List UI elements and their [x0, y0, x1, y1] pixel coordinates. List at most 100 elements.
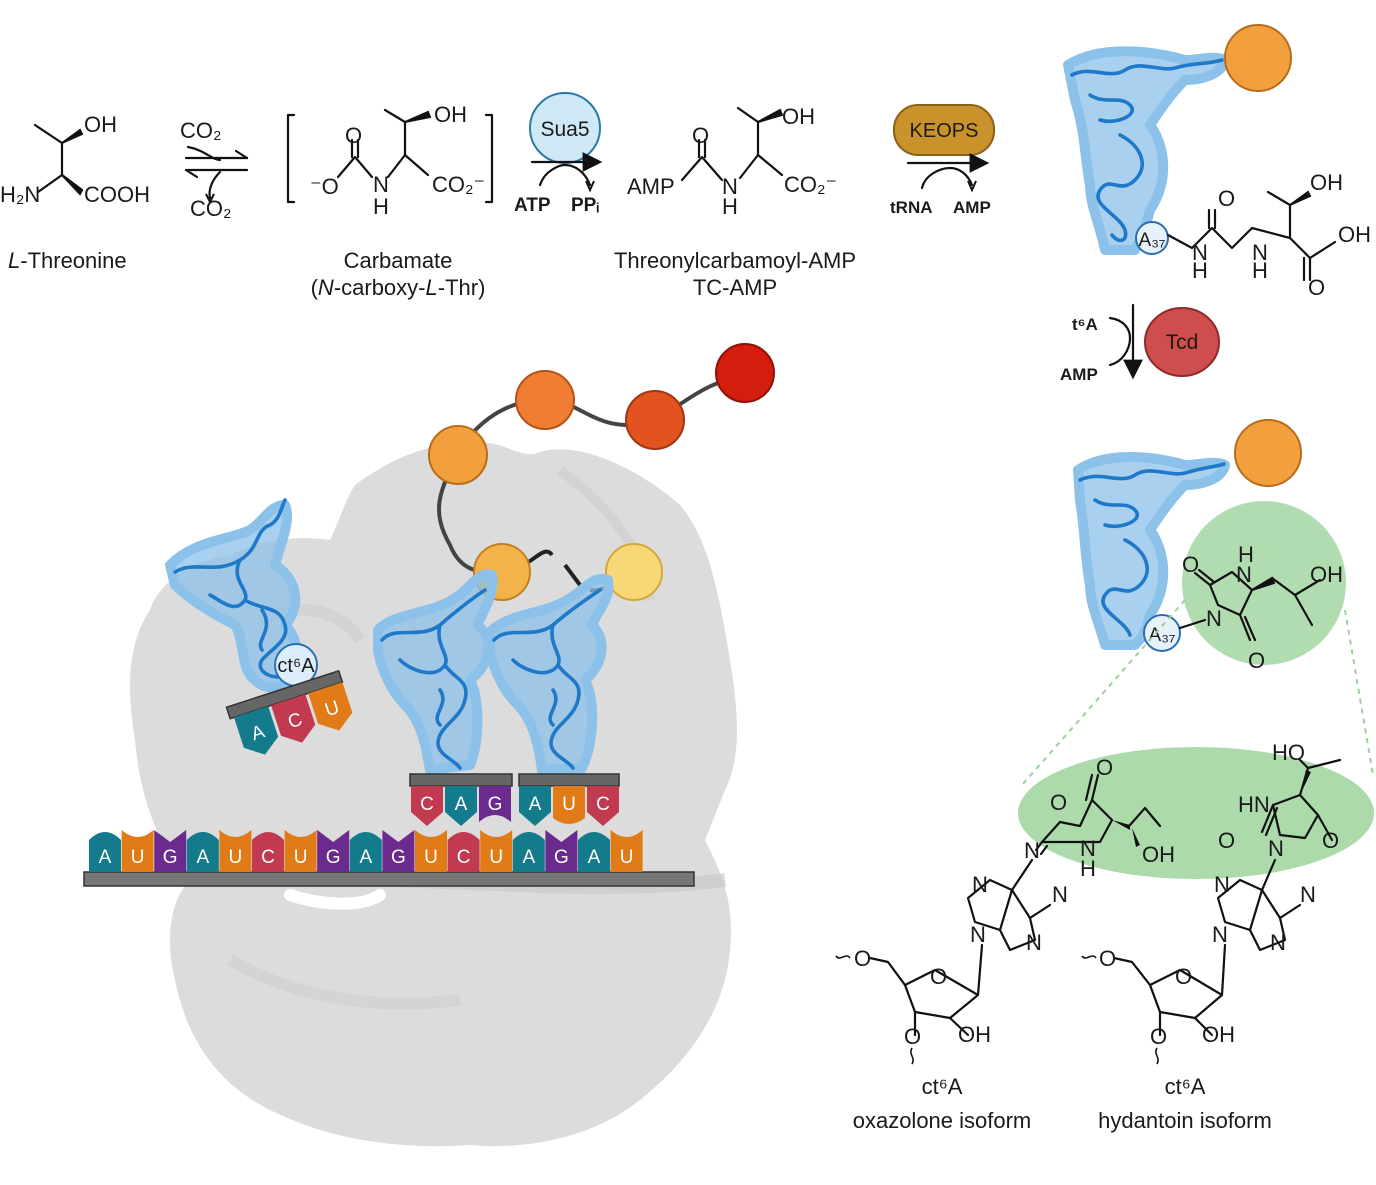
o-minus-label: ⁻O	[310, 174, 339, 199]
trna-right	[485, 574, 614, 775]
sua5-step: Sua5 ATP PPᵢ	[514, 92, 603, 216]
mrna-base	[121, 830, 154, 872]
amp-label: AMP	[1060, 365, 1098, 384]
a37-label: A₃₇	[1139, 230, 1166, 251]
mrna-base-label: C	[261, 847, 275, 868]
mrna-base-label: A	[359, 847, 372, 868]
carbonyl-o-label: O	[1096, 755, 1113, 780]
threonine-structure: OH H₂N COOH L-Threonine	[0, 112, 150, 273]
co2-in-label: CO₂	[180, 118, 222, 143]
mrna-base	[480, 830, 513, 872]
tcd-label: Tcd	[1166, 331, 1199, 354]
purine-n-label: N	[1214, 872, 1230, 897]
anticodon-base	[479, 786, 511, 822]
purine-n-label: N	[972, 872, 988, 897]
anticodon-base: U	[322, 697, 342, 721]
acid-o-label: O	[1308, 275, 1325, 300]
ring-n-label: N	[1206, 606, 1222, 631]
mrna-base	[578, 832, 610, 872]
mrna-base-label: U	[489, 847, 503, 868]
carboxylate-label: CO₂⁻	[432, 172, 485, 197]
zoom-lines	[1021, 599, 1374, 786]
mrna-base-label: A	[99, 847, 112, 868]
amino-acid-bead	[428, 425, 488, 485]
oh-label: OH	[84, 112, 117, 137]
anticodon-base-label: C	[596, 794, 610, 815]
purine-n-label: N	[1212, 922, 1228, 947]
sugar-o3-label: O	[1150, 1024, 1167, 1049]
mrna-base-label: G	[554, 847, 569, 868]
ring-n-label: N	[1268, 836, 1284, 861]
t6a-label: t⁶A	[1072, 315, 1098, 334]
ring-o-label: O	[1050, 790, 1067, 815]
mrna-base	[284, 830, 317, 872]
anticodon-base-label: A	[529, 794, 542, 815]
nh-n-label: N	[1192, 240, 1208, 265]
sugar-o5-label: O	[1099, 946, 1116, 971]
oh-label: OH	[1142, 842, 1175, 867]
sugar-ring-o-label: O	[1175, 964, 1192, 989]
mrna-base-label: A	[522, 847, 535, 868]
keops-enzyme	[893, 104, 995, 156]
mrna-base-label: A	[588, 847, 601, 868]
mrna-base	[512, 832, 545, 872]
mrna-base	[252, 832, 284, 872]
oh-label: OH	[782, 104, 815, 129]
isoform-highlight	[1018, 747, 1374, 879]
oxazolone-structure: O O N N H OH N N N N O O O OH ct⁶A oxazo…	[835, 755, 1175, 1133]
mrna-base	[349, 832, 382, 872]
purine-n-label: N	[1300, 882, 1316, 907]
amp-label: AMP	[953, 198, 991, 217]
nh-h-label: H	[722, 194, 738, 219]
amino-acid-bead	[605, 543, 663, 601]
anticodon-base	[519, 786, 551, 826]
ct6a-label: ct⁶A	[277, 655, 315, 677]
mrna-base-label: U	[294, 847, 308, 868]
anticodon-base	[411, 786, 443, 826]
ppi-label: PPᵢ	[571, 195, 599, 216]
nh-n-label: N	[373, 172, 389, 197]
carbonyl-o-label: O	[692, 123, 709, 148]
carboxylate-label: CO₂⁻	[784, 172, 837, 197]
nh-h-label: H	[1192, 258, 1208, 283]
carbamate-name: Carbamate	[344, 248, 453, 273]
co2-out-label: CO₂	[190, 196, 232, 221]
hydantoin-isoform: hydantoin isoform	[1098, 1108, 1272, 1133]
oh-label: OH	[434, 102, 467, 127]
keops-step: KEOPS tRNA AMP	[890, 104, 995, 217]
anticodon-base	[553, 786, 585, 824]
carbonyl-o-label: O	[1248, 648, 1265, 673]
anticodon-base-label: G	[488, 794, 503, 815]
tcamp-structure: O AMP N H CO₂⁻ OH Threonylcarbamoyl-AMP …	[614, 104, 856, 300]
oxazolone-name: ct⁶A	[922, 1074, 963, 1099]
carbonyl-o-label: O	[1322, 828, 1339, 853]
oxazolone-isoform: oxazolone isoform	[853, 1108, 1032, 1133]
mrna-base	[154, 830, 187, 872]
atp-label: ATP	[514, 195, 551, 216]
sugar-o5-label: O	[854, 946, 871, 971]
mrna-base-label: G	[163, 847, 178, 868]
sugar-oh-label: OH	[958, 1022, 991, 1047]
nh-h-label: H	[1080, 856, 1096, 881]
mrna-base-label: U	[229, 847, 243, 868]
purine-n-label: N	[1052, 882, 1068, 907]
mrna-base	[89, 832, 121, 872]
threonine-name: L-Threonine	[8, 248, 127, 273]
tcd-enzyme	[1144, 307, 1220, 377]
amino-acid-bead	[715, 343, 775, 403]
mrna-base-label: G	[391, 847, 406, 868]
mrna-base-label: U	[620, 847, 634, 868]
anticodon-base: C	[285, 709, 305, 733]
nh-n-label: N	[722, 174, 738, 199]
purine-n-label: N	[1270, 930, 1286, 955]
mrna-base	[447, 832, 480, 872]
mrna-base	[317, 830, 350, 872]
anticodon-left: A C U	[225, 669, 353, 755]
oh-label: OH	[1310, 170, 1343, 195]
mrna-base	[186, 832, 219, 872]
mrna-base-label: U	[424, 847, 438, 868]
anticodon-base	[445, 786, 477, 826]
ho-label: HO	[1272, 740, 1305, 765]
